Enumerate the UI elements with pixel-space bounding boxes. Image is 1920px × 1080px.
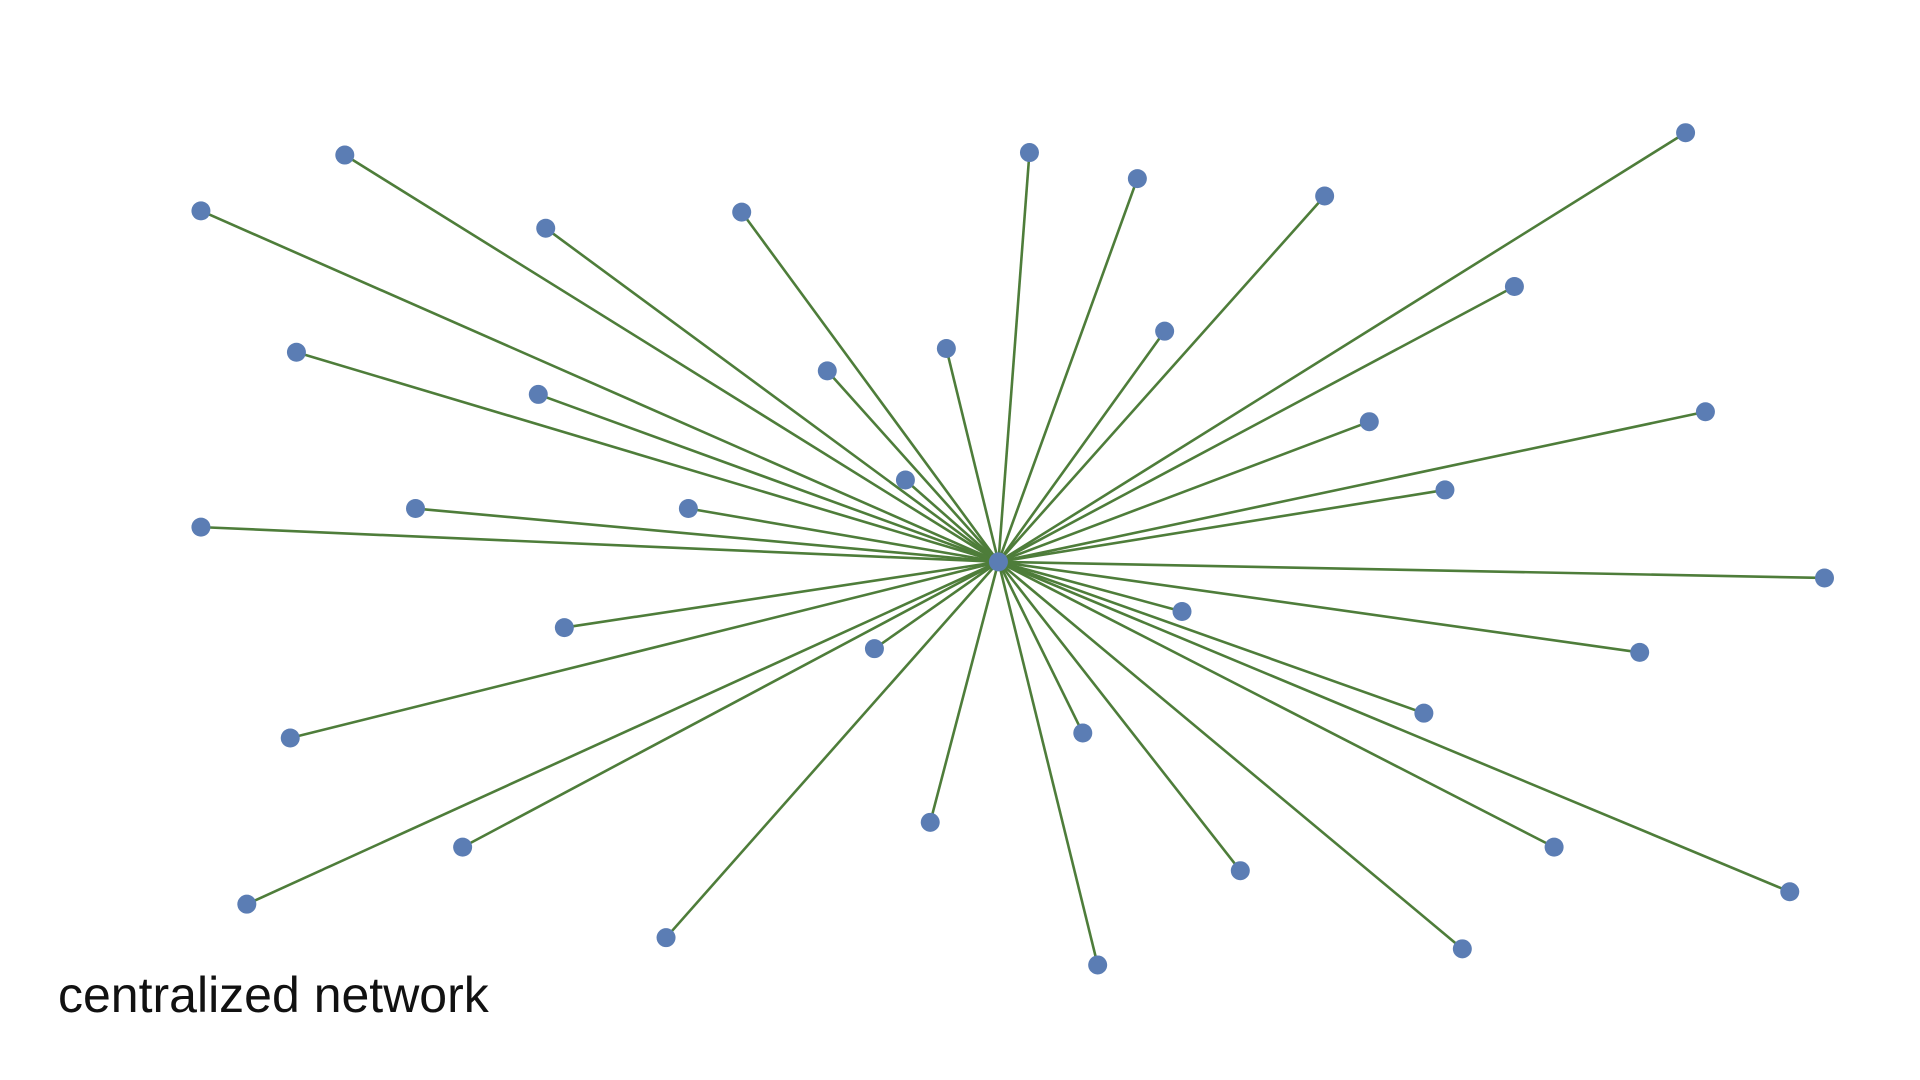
leaf-node [1676,123,1696,143]
leaf-node [936,339,956,359]
network-edges [200,131,1825,966]
network-edge [826,369,1000,563]
leaf-node [1695,402,1715,422]
network-edge [997,420,1370,564]
leaf-node [732,202,752,222]
network-edge [945,348,1000,563]
network-edge [998,560,1183,613]
network-edge [462,560,1000,849]
leaf-node [286,342,306,362]
leaf-node [1414,703,1434,723]
network-edge [997,560,1791,893]
leaf-node [920,812,940,832]
network-edge [998,560,1825,580]
network-edge [998,560,1640,654]
leaf-node [406,499,426,519]
network-edge [997,195,1326,563]
network-edge [344,153,1000,563]
network-edge [873,560,1000,650]
network-edge [246,560,999,906]
network-edge [997,330,1166,563]
network-edge [200,209,999,564]
network-edge [998,560,1425,715]
network-edge [564,560,999,629]
leaf-node [453,837,473,857]
network-edge [740,211,1000,563]
leaf-node [1814,568,1834,588]
network-edge [997,152,1031,562]
network-edge [998,410,1706,564]
network-edge [997,285,1516,564]
network-edge [665,560,1000,939]
leaf-node [280,728,300,748]
network-nodes [191,123,1834,975]
network-edge [997,131,1687,563]
leaf-node [1435,480,1455,500]
diagram-caption: centralized network [58,967,489,1023]
leaf-node [237,894,257,914]
leaf-node [864,639,884,659]
leaf-node [1504,277,1524,297]
network-edge [997,561,1084,734]
leaf-node [528,384,548,404]
leaf-node [1315,186,1335,206]
network-edge [544,227,1000,563]
leaf-node [1780,882,1800,902]
network-edge [997,560,1555,849]
network-edge [997,561,1099,966]
leaf-node [191,517,211,537]
network-edge [997,561,1242,872]
network-edge [904,479,1000,563]
leaf-node [1172,601,1192,621]
network-edge [688,507,999,564]
leaf-node [1073,723,1093,743]
network-edge [998,488,1446,564]
leaf-node [335,145,355,165]
leaf-node [678,499,698,519]
leaf-node [536,218,556,238]
leaf-node [1127,169,1147,189]
network-edge [537,393,999,564]
leaf-node [1230,861,1250,881]
leaf-node [656,928,676,948]
network-edge [997,560,1464,950]
leaf-node [1452,939,1472,959]
leaf-node [1544,837,1564,857]
network-edge [997,178,1139,563]
leaf-node [1359,412,1379,432]
leaf-node [1019,143,1039,163]
leaf-node [1088,955,1108,975]
network-edge [928,561,1000,823]
leaf-node [817,361,837,381]
leaf-node [191,201,211,221]
network-edge [296,351,999,564]
leaf-node [1630,642,1650,662]
network-edge [415,507,999,564]
leaf-node [554,618,574,638]
network-edge [200,525,999,564]
leaf-node [1155,321,1175,341]
hub-node [988,552,1008,572]
leaf-node [895,470,915,490]
network-edge [289,560,999,740]
